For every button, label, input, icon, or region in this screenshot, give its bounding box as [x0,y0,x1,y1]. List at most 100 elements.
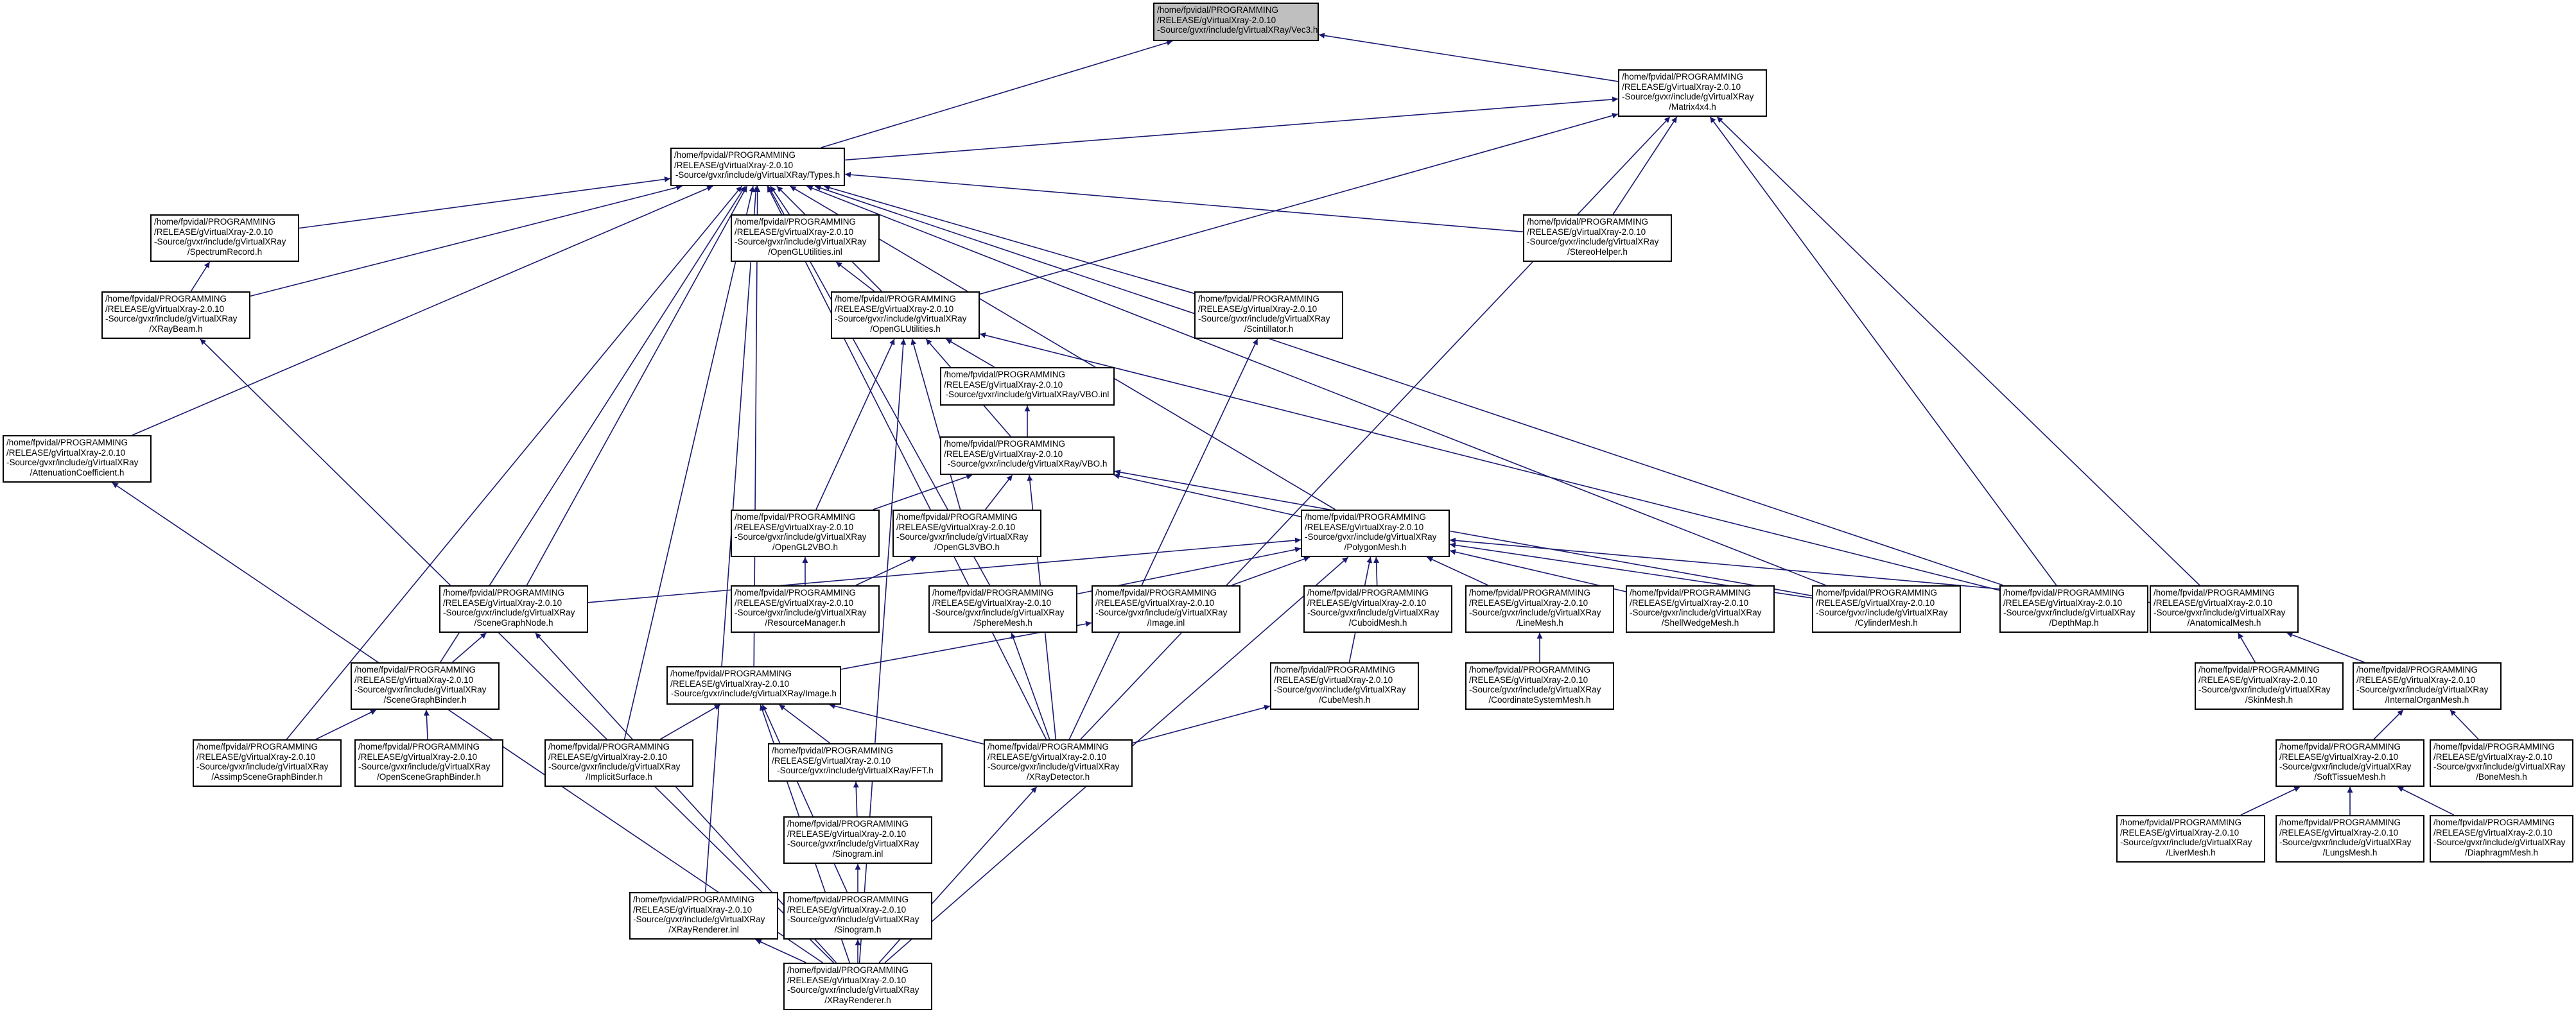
node-xrayrenderer[interactable]: /home/fpvidal/PROGRAMMING/RELEASE/gVirtu… [783,963,932,1010]
node-label-line: /RELEASE/gVirtualXray-2.0.10 [154,227,274,237]
node-scintillator[interactable]: /home/fpvidal/PROGRAMMING/RELEASE/gVirtu… [1194,291,1343,339]
node-label-line: -Source/gvxr/include/gVirtualXRay [1816,608,1948,617]
node-label-line: /RELEASE/gVirtualXray-2.0.10 [2198,675,2318,685]
node-openglutilities[interactable]: /home/fpvidal/PROGRAMMING/RELEASE/gVirtu… [831,291,980,339]
node-label-line: /home/fpvidal/PROGRAMMING [2279,818,2401,827]
node-label-line: -Source/gvxr/include/gVirtualXRay [932,608,1065,617]
node-resourcemanager[interactable]: /home/fpvidal/PROGRAMMING/RELEASE/gVirtu… [731,585,880,633]
node-opengl3vbo[interactable]: /home/fpvidal/PROGRAMMING/RELEASE/gVirtu… [892,510,1041,557]
node-vbo-inl[interactable]: /home/fpvidal/PROGRAMMING/RELEASE/gVirtu… [940,367,1115,406]
node-label-line: /home/fpvidal/PROGRAMMING [1095,588,1217,597]
node-label-line: /Scintillator.h [1244,323,1294,334]
node-label-line: /home/fpvidal/PROGRAMMING [2120,818,2242,827]
edge-opengl2vbo-to-vbo [873,474,973,510]
node-openscenegraphbinder[interactable]: /home/fpvidal/PROGRAMMING/RELEASE/gVirtu… [354,739,503,787]
node-implicitsurface[interactable]: /home/fpvidal/PROGRAMMING/RELEASE/gVirtu… [544,739,693,787]
edge-matrix4x4-to-vec3 [1318,33,1619,82]
node-internalorganmesh[interactable]: /home/fpvidal/PROGRAMMING/RELEASE/gVirtu… [2353,662,2502,710]
edge-xrayrenderer-to-openglutilities [858,338,907,963]
node-matrix4x4[interactable]: /home/fpvidal/PROGRAMMING/RELEASE/gVirtu… [1618,69,1767,117]
node-label-line: /RELEASE/gVirtualXray-2.0.10 [932,597,1052,608]
node-cubemesh[interactable]: /home/fpvidal/PROGRAMMING/RELEASE/gVirtu… [1270,662,1419,710]
node-label-line: /home/fpvidal/PROGRAMMING [2433,818,2555,827]
edge-opengl3vbo-to-vbo [985,474,1013,510]
edge-xraydetector-to-types [767,185,1047,740]
node-label-line: /BoneMesh.h [2476,771,2527,782]
node-label-line: /home/fpvidal/PROGRAMMING [443,588,565,597]
edge-xraydetector-to-image [829,703,984,745]
node-xraydetector[interactable]: /home/fpvidal/PROGRAMMING/RELEASE/gVirtu… [984,739,1133,787]
node-label-line: -Source/gvxr/include/gVirtualXRay [6,458,139,467]
node-opengl2vbo[interactable]: /home/fpvidal/PROGRAMMING/RELEASE/gVirtu… [731,510,880,557]
node-label-line: /RELEASE/gVirtualXray-2.0.10 [6,447,126,458]
edge-anatomicalmesh-to-matrix4x4 [1716,116,2200,586]
node-fft[interactable]: /home/fpvidal/PROGRAMMING/RELEASE/gVirtu… [768,743,943,782]
node-livermesh[interactable]: /home/fpvidal/PROGRAMMING/RELEASE/gVirtu… [2116,815,2265,863]
node-label-line: /Matrix4x4.h [1669,101,1716,112]
node-label-line: /ImplicitSurface.h [586,771,652,782]
node-cuboidmesh[interactable]: /home/fpvidal/PROGRAMMING/RELEASE/gVirtu… [1303,585,1452,633]
edge-polygonmesh-to-vbo [1113,473,1301,517]
node-skinmesh[interactable]: /home/fpvidal/PROGRAMMING/RELEASE/gVirtu… [2195,662,2344,710]
node-image[interactable]: /home/fpvidal/PROGRAMMING/RELEASE/gVirtu… [666,666,841,705]
node-scenegraphbinder[interactable]: /home/fpvidal/PROGRAMMING/RELEASE/gVirtu… [351,662,500,710]
node-label-line: /RELEASE/gVirtualXray-2.0.10 [1305,522,1424,532]
node-attenuation[interactable]: /home/fpvidal/PROGRAMMING/RELEASE/gVirtu… [3,435,152,483]
edge-sinogram-inl-to-fft [853,781,859,817]
node-sinogram[interactable]: /home/fpvidal/PROGRAMMING/RELEASE/gVirtu… [783,892,932,940]
node-vbo[interactable]: /home/fpvidal/PROGRAMMING/RELEASE/gVirtu… [940,436,1115,475]
node-coordinatesystemmesh[interactable]: /home/fpvidal/PROGRAMMING/RELEASE/gVirtu… [1465,662,1614,710]
node-label-line: /home/fpvidal/PROGRAMMING [6,438,128,447]
node-xrayrenderer-inl[interactable]: /home/fpvidal/PROGRAMMING/RELEASE/gVirtu… [629,892,778,940]
node-label-line: /RELEASE/gVirtualXray-2.0.10 [1274,675,1393,685]
node-linemesh[interactable]: /home/fpvidal/PROGRAMMING/RELEASE/gVirtu… [1465,585,1614,633]
node-spectrumrecord[interactable]: /home/fpvidal/PROGRAMMING/RELEASE/gVirtu… [150,214,299,262]
node-types[interactable]: /home/fpvidal/PROGRAMMING/RELEASE/gVirtu… [670,148,845,186]
node-polygonmesh[interactable]: /home/fpvidal/PROGRAMMING/RELEASE/gVirtu… [1301,510,1450,557]
node-label-line: /home/fpvidal/PROGRAMMING [2198,665,2320,675]
node-label-line: -Source/gvxr/include/gVirtualXRay/Vec3.h [1157,25,1318,35]
node-lungsmesh[interactable]: /home/fpvidal/PROGRAMMING/RELEASE/gVirtu… [2276,815,2424,863]
node-label-line: /home/fpvidal/PROGRAMMING [896,512,1018,522]
node-label-line: /home/fpvidal/PROGRAMMING [674,150,796,160]
node-label-line: /InternalOrganMesh.h [2385,694,2469,705]
node-label-line: /RELEASE/gVirtualXray-2.0.10 [354,675,474,685]
node-diaphragmmesh[interactable]: /home/fpvidal/PROGRAMMING/RELEASE/gVirtu… [2430,815,2573,863]
node-label-line: -Source/gvxr/include/gVirtualXRay [735,608,867,617]
node-label-line: /Image.inl [1147,617,1185,628]
node-image-inl[interactable]: /home/fpvidal/PROGRAMMING/RELEASE/gVirtu… [1092,585,1240,633]
node-openglutilities-inl[interactable]: /home/fpvidal/PROGRAMMING/RELEASE/gVirtu… [731,214,880,262]
node-label-line: -Source/gvxr/include/gVirtualXRay [835,314,967,323]
node-sinogram-inl[interactable]: /home/fpvidal/PROGRAMMING/RELEASE/gVirtu… [783,816,932,864]
node-label-line: /RELEASE/gVirtualXray-2.0.10 [2120,827,2240,838]
node-scenegraphnode[interactable]: /home/fpvidal/PROGRAMMING/RELEASE/gVirtu… [439,585,588,633]
node-label-line: /RELEASE/gVirtualXray-2.0.10 [2279,752,2399,762]
node-label-line: /RELEASE/gVirtualXray-2.0.10 [2279,827,2399,838]
node-anatomicalmesh[interactable]: /home/fpvidal/PROGRAMMING/RELEASE/gVirtu… [2150,585,2299,633]
node-stereohelper[interactable]: /home/fpvidal/PROGRAMMING/RELEASE/gVirtu… [1523,214,1672,262]
node-label-line: /DepthMap.h [2049,617,2099,628]
node-label-line: /LungsMesh.h [2322,847,2378,857]
node-label-line: /home/fpvidal/PROGRAMMING [2003,588,2125,597]
node-bonemesh[interactable]: /home/fpvidal/PROGRAMMING/RELEASE/gVirtu… [2430,739,2573,787]
node-spheremesh[interactable]: /home/fpvidal/PROGRAMMING/RELEASE/gVirtu… [928,585,1077,633]
node-label-line: -Source/gvxr/include/gVirtualXRay [1198,314,1330,323]
edge-xraybeam-to-spectrumrecord [190,261,211,292]
node-label-line: /RELEASE/gVirtualXray-2.0.10 [2154,597,2273,608]
node-label-line: /SpectrumRecord.h [187,246,263,257]
node-label-line: /home/fpvidal/PROGRAMMING [1307,588,1429,597]
node-label-line: /RELEASE/gVirtualXray-2.0.10 [1622,82,1741,92]
node-label-line: -Source/gvxr/include/gVirtualXRay [1527,237,1659,246]
node-depthmap[interactable]: /home/fpvidal/PROGRAMMING/RELEASE/gVirtu… [1999,585,2148,633]
edge-scenegraphnode-to-polygonmesh [587,537,1301,603]
node-label-line: /RELEASE/gVirtualXray-2.0.10 [105,304,225,314]
node-assimpscenegraphbinder[interactable]: /home/fpvidal/PROGRAMMING/RELEASE/gVirtu… [193,739,342,787]
node-label-line: /home/fpvidal/PROGRAMMING [772,746,894,755]
node-label-line: /home/fpvidal/PROGRAMMING [105,294,227,304]
edge-xraydetector-to-matrix4x4 [1080,116,1671,740]
node-xraybeam[interactable]: /home/fpvidal/PROGRAMMING/RELEASE/gVirtu… [101,291,250,339]
node-softtissuemesh[interactable]: /home/fpvidal/PROGRAMMING/RELEASE/gVirtu… [2276,739,2424,787]
node-cylindermesh[interactable]: /home/fpvidal/PROGRAMMING/RELEASE/gVirtu… [1812,585,1961,633]
edge-cuboidmesh-to-polygonmesh [1373,556,1380,586]
node-shellwedgemesh[interactable]: /home/fpvidal/PROGRAMMING/RELEASE/gVirtu… [1626,585,1775,633]
